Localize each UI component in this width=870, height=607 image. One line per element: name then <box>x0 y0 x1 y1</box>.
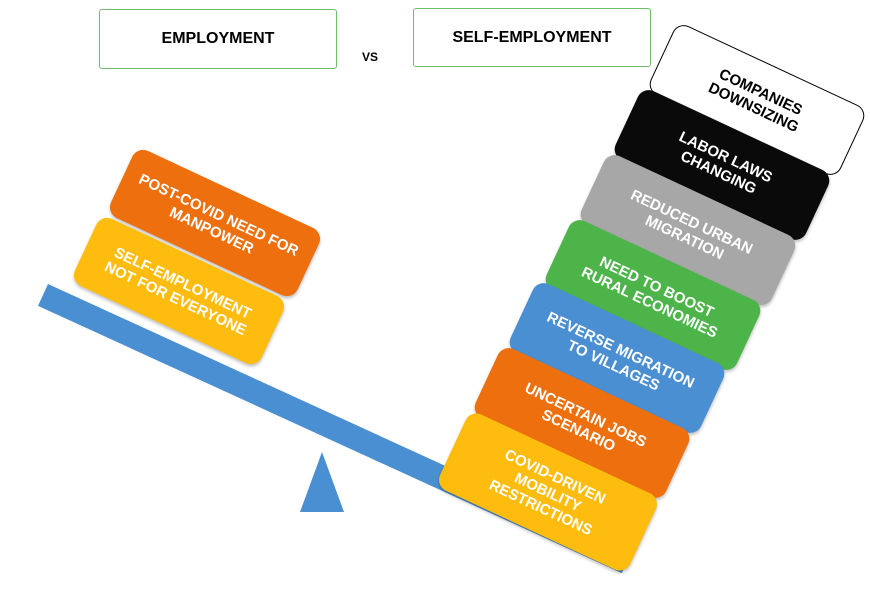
self-employment-header: SELF-EMPLOYMENT <box>413 8 651 67</box>
seesaw-fulcrum <box>300 452 344 512</box>
employment-label: EMPLOYMENT <box>161 30 275 47</box>
self-employment-label: SELF-EMPLOYMENT <box>452 28 612 46</box>
vs-separator: VS <box>362 50 379 64</box>
employment-header: EMPLOYMENT <box>99 9 337 69</box>
